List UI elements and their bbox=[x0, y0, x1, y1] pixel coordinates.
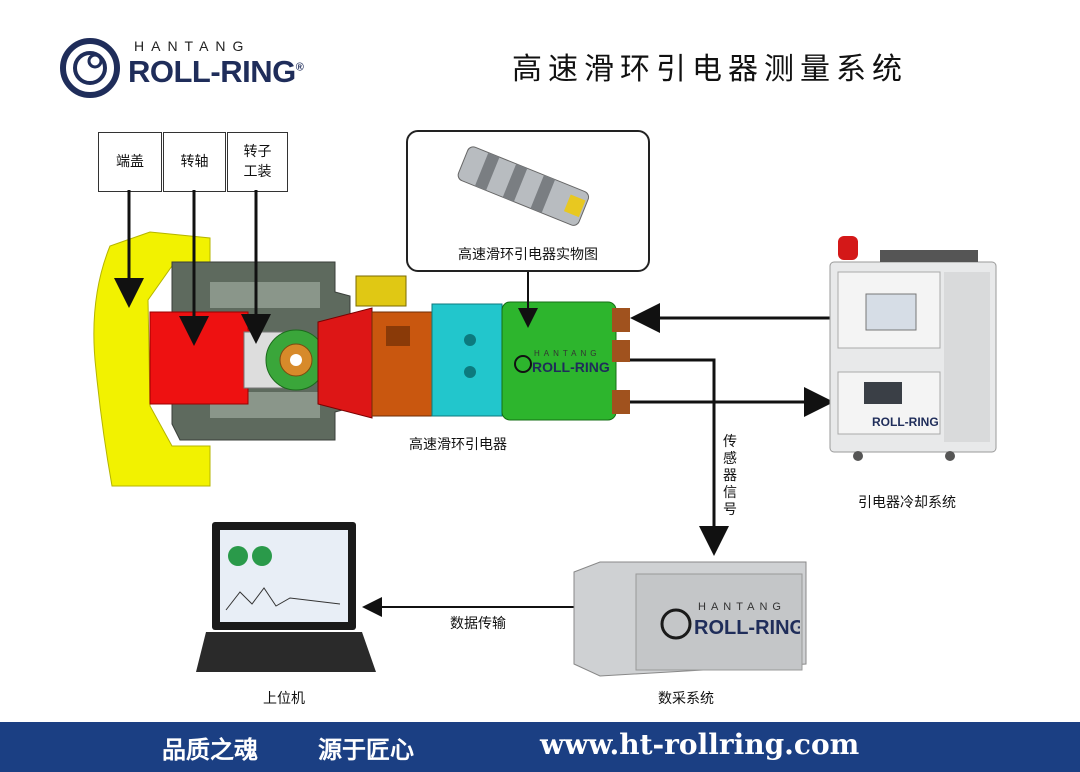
label-shaft: 转轴 bbox=[163, 132, 226, 192]
label-daq-system: 数采系统 bbox=[658, 691, 714, 707]
laptop-screen bbox=[220, 530, 348, 622]
connector-box bbox=[355, 275, 407, 307]
daq-logo-text: HANTANG ROLL-RING bbox=[694, 601, 800, 639]
slipring-logo-mark bbox=[514, 355, 532, 373]
cyan-section bbox=[431, 303, 503, 417]
brand-roll-ring: ROLL-RING® bbox=[128, 54, 304, 90]
cooling-fan-grille bbox=[880, 250, 978, 262]
brand-hantang: HANTANG bbox=[134, 38, 251, 54]
cooling-small-display bbox=[864, 382, 902, 404]
arrow-sensor-signal bbox=[630, 358, 729, 556]
cooling-display bbox=[865, 293, 917, 331]
photo-slot-2 bbox=[502, 163, 528, 202]
photo-yellow-tab bbox=[563, 194, 586, 218]
daq-logo-roll: ROLL-RING bbox=[694, 617, 800, 639]
connector-mid bbox=[612, 340, 630, 362]
footer-slogan-2: 源于匠心 bbox=[318, 735, 414, 764]
connector-bottom bbox=[612, 390, 630, 414]
slipring-logo-roll: ROLL-RING bbox=[532, 359, 610, 375]
daq-logo-hantang: HANTANG bbox=[698, 601, 786, 613]
machine-diagram bbox=[93, 190, 997, 677]
slipring-logo-text: HANTANG ROLL-RING bbox=[532, 349, 610, 375]
cyan-hole-1 bbox=[464, 334, 476, 346]
laptop-keyboard bbox=[196, 632, 376, 672]
footer-bar bbox=[0, 722, 1080, 772]
cooling-wheel-1 bbox=[853, 451, 863, 461]
cooling-vent-side bbox=[944, 272, 990, 442]
cooling-wheel-2 bbox=[945, 451, 955, 461]
daq-front bbox=[635, 573, 803, 671]
brand-logo-mark bbox=[60, 38, 120, 98]
brush-housing-window bbox=[386, 326, 410, 346]
slipring-logo-hantang: HANTANG bbox=[534, 349, 601, 358]
screen-curve bbox=[225, 587, 341, 611]
cooling-logo-roll: ROLL-RING bbox=[872, 415, 938, 429]
connector-top bbox=[612, 308, 630, 332]
rotor-center bbox=[290, 354, 302, 366]
label-sensor-signal: 传感器信号 bbox=[723, 434, 737, 518]
screen-gauge-1 bbox=[228, 546, 248, 566]
cooling-unit bbox=[829, 236, 997, 461]
warning-light bbox=[838, 236, 858, 260]
footer-website[interactable]: www.ht-rollring.com bbox=[540, 728, 860, 761]
page-title: 高速滑环引电器测量系统 bbox=[512, 52, 908, 87]
brand-roll-ring-text: ROLL-RING bbox=[128, 54, 296, 89]
label-rotor-fixture: 转子 工装 bbox=[227, 132, 288, 192]
housing-flange-top bbox=[210, 282, 320, 308]
coupling-red bbox=[317, 307, 373, 419]
footer-slogan-1: 品质之魂 bbox=[162, 735, 258, 764]
photo-slot-3 bbox=[530, 175, 556, 213]
label-data-transfer: 数据传输 bbox=[450, 616, 506, 632]
daq-unit bbox=[573, 561, 807, 677]
slipring-photo bbox=[457, 146, 590, 226]
photo-caption: 高速滑环引电器实物图 bbox=[458, 247, 598, 263]
label-cooling-system: 引电器冷却系统 bbox=[858, 495, 956, 511]
registered-mark: ® bbox=[295, 61, 304, 74]
daq-logo-mark bbox=[660, 608, 692, 640]
cyan-hole-2 bbox=[464, 366, 476, 378]
photo-box: 高速滑环引电器实物图 bbox=[406, 130, 650, 272]
brush-housing bbox=[371, 311, 435, 417]
label-host-pc: 上位机 bbox=[263, 691, 305, 707]
label-slip-ring: 高速滑环引电器 bbox=[409, 437, 507, 453]
laptop bbox=[196, 522, 376, 672]
photo-slot-1 bbox=[474, 152, 500, 191]
cooling-logo-text: ROLL-RING bbox=[872, 415, 938, 429]
screen-gauge-2 bbox=[252, 546, 272, 566]
